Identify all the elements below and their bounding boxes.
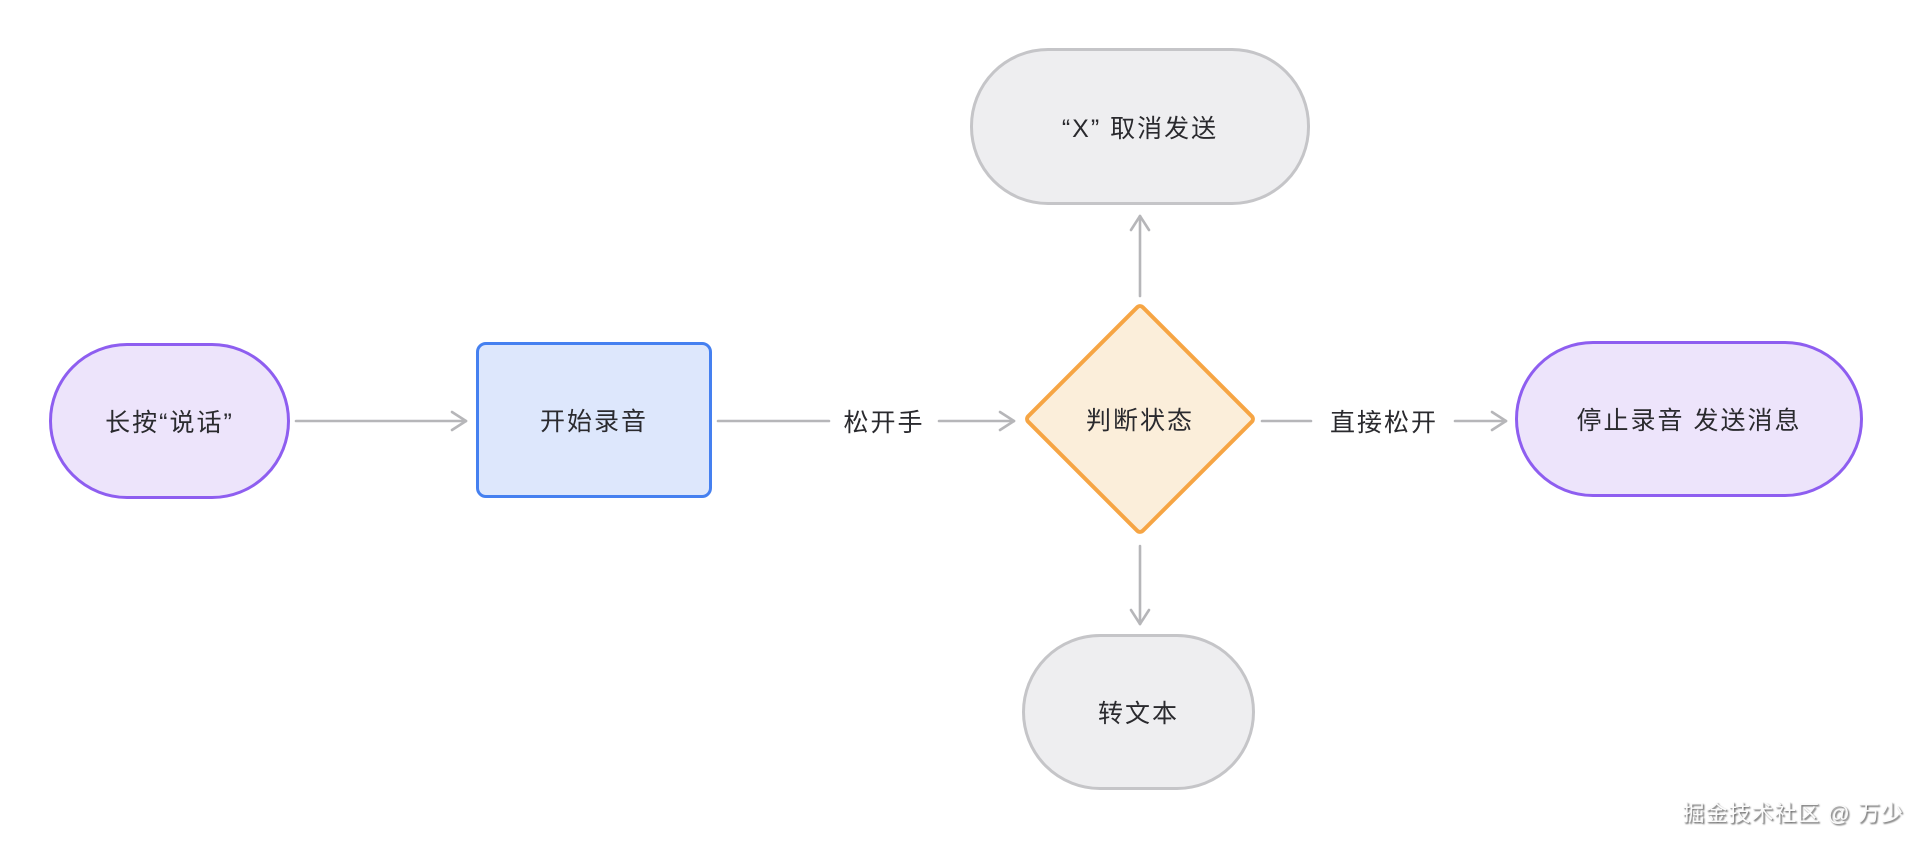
node-to-text-label: 转文本 [1097, 700, 1179, 728]
edge-label-direct-release: 直接松开 [1325, 403, 1443, 439]
node-start-recording-label: 开始录音 [539, 408, 648, 436]
node-stop-and-send: 停止录音 发送消息 [1515, 341, 1863, 497]
node-cancel-send-label: “X” 取消发送 [1061, 114, 1219, 143]
node-judge-state: 判断状态 [1022, 301, 1258, 537]
node-longpress-speak: 长按“说话” [49, 343, 290, 499]
edge-label-release-hand: 松开手 [839, 403, 929, 439]
node-start-recording: 开始录音 [476, 342, 712, 498]
node-cancel-send: “X” 取消发送 [970, 48, 1310, 205]
node-judge-state-label: 判断状态 [1085, 407, 1195, 435]
node-longpress-speak-label: 长按“说话” [105, 409, 234, 437]
node-stop-and-send-label: 停止录音 发送消息 [1576, 407, 1802, 435]
node-to-text: 转文本 [1022, 634, 1255, 790]
watermark-text: 掘金技术社区 @ 万少 [1682, 801, 1904, 826]
